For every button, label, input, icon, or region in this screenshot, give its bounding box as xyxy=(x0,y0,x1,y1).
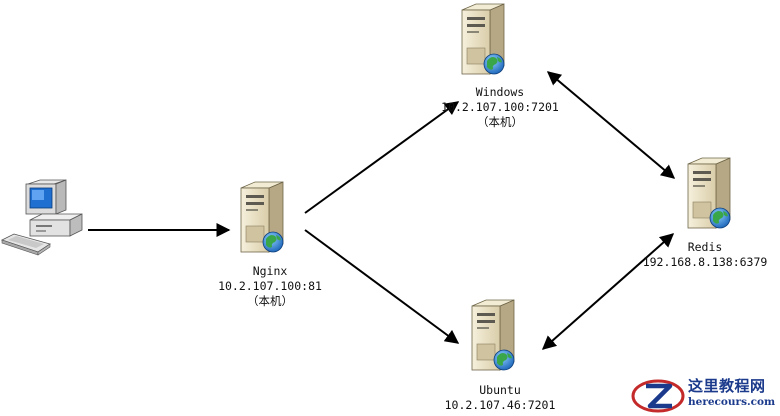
node-windows: Windows 10.2.107.100:7201 （本机） xyxy=(420,85,580,130)
node-note: （本机） xyxy=(477,115,523,129)
desktop-computer-icon xyxy=(0,179,83,256)
watermark: 这里教程网 herecours.com xyxy=(630,374,778,414)
node-address: 192.168.8.138:6379 xyxy=(642,255,768,269)
watermark-logo-icon xyxy=(631,379,685,413)
server-tower-icon xyxy=(687,157,731,229)
node-note: （本机） xyxy=(247,294,293,308)
arrow-nginx-to-windows xyxy=(304,101,460,214)
node-name: Ubuntu xyxy=(479,383,521,397)
node-ubuntu: Ubuntu 10.2.107.46:7201 xyxy=(420,383,580,413)
watermark-title: 这里教程网 xyxy=(688,377,766,395)
server-tower-icon xyxy=(461,3,505,75)
node-address: 10.2.107.46:7201 xyxy=(444,398,556,412)
arrow-nginx-to-ubuntu xyxy=(304,229,460,344)
node-nginx: Nginx 10.2.107.100:81 （本机） xyxy=(190,264,350,309)
arrow-ubuntu-redis xyxy=(541,233,675,350)
server-tower-icon xyxy=(240,181,284,253)
server-tower-icon xyxy=(471,299,515,371)
node-name: Windows xyxy=(475,85,525,99)
watermark-url: herecours.com xyxy=(688,396,776,408)
node-address: 10.2.107.100:7201 xyxy=(441,100,559,114)
node-name: Redis xyxy=(687,240,723,254)
arrow-windows-redis xyxy=(546,71,676,179)
node-name: Nginx xyxy=(252,264,288,278)
node-redis: Redis 192.168.8.138:6379 xyxy=(630,240,780,270)
node-address: 10.2.107.100:81 xyxy=(218,279,322,293)
